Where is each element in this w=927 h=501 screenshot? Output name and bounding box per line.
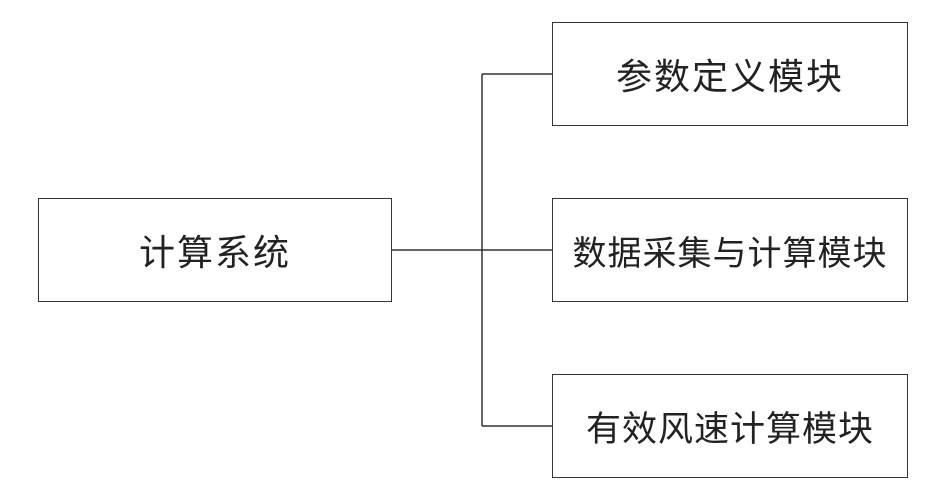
effective-wind-speed-module-label: 有效风速计算模块 [586, 401, 874, 452]
computing-system-box: 计算系统 [38, 198, 392, 302]
data-acquisition-computing-module-box: 数据采集与计算模块 [552, 198, 908, 302]
parameter-definition-module-box: 参数定义模块 [552, 22, 908, 126]
parameter-definition-module-label: 参数定义模块 [616, 48, 844, 100]
data-acquisition-computing-module-label: 数据采集与计算模块 [573, 226, 888, 275]
effective-wind-speed-module-box: 有效风速计算模块 [552, 374, 908, 478]
computing-system-label: 计算系统 [139, 224, 291, 276]
